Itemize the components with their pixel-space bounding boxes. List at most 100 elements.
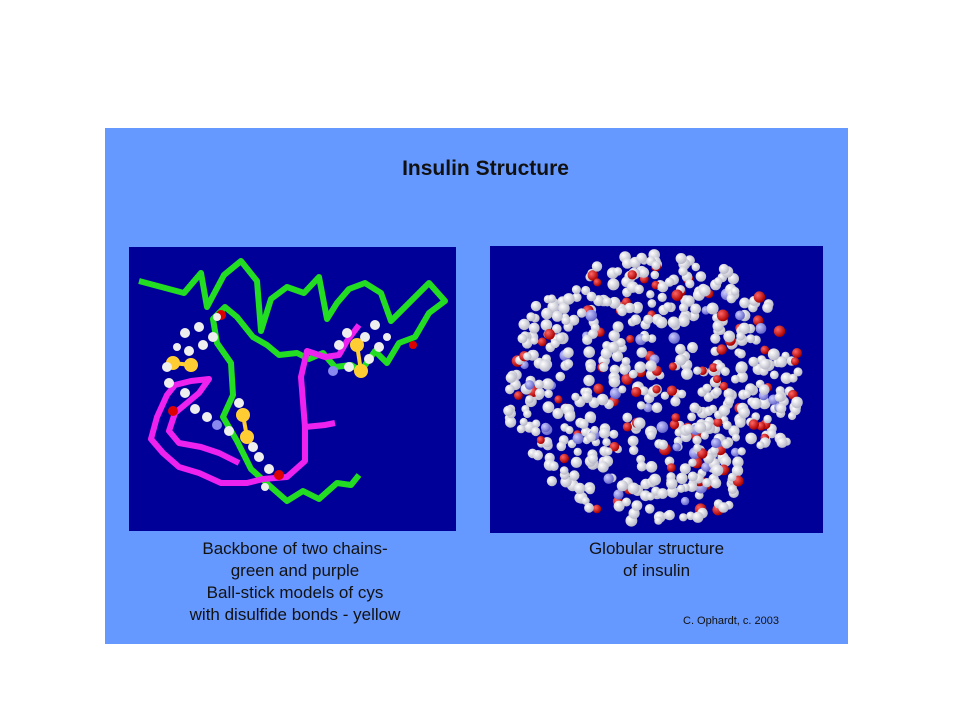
- atom-sphere: [721, 439, 732, 449]
- atom-sphere: [505, 372, 517, 383]
- atom-sphere: [645, 360, 657, 372]
- slide-panel: Insulin Structure: [105, 128, 848, 644]
- atom-sphere: [788, 373, 798, 383]
- atom-sphere: [619, 365, 630, 375]
- globular-space-fill-model-image: [490, 246, 823, 533]
- atom-sphere: [576, 308, 587, 318]
- atom-sphere: [505, 416, 517, 428]
- atom-sphere: [626, 335, 635, 343]
- atom-sphere: [581, 496, 590, 505]
- atom-sphere: [791, 396, 803, 409]
- atom-sphere: [732, 456, 744, 468]
- atom-sphere: [678, 266, 688, 276]
- ball-stick-atoms: [162, 310, 417, 491]
- atom-sphere: [534, 379, 544, 389]
- atom-sphere: [604, 447, 613, 456]
- atom-sphere: [718, 263, 729, 275]
- atom-sphere: [541, 378, 554, 390]
- atom-sphere: [730, 447, 740, 457]
- atom-sphere: [699, 284, 711, 297]
- atom-sphere: [687, 471, 698, 482]
- slide-title: Insulin Structure: [402, 157, 569, 180]
- atom-sphere: [582, 334, 593, 345]
- atom-sphere: [571, 285, 581, 295]
- atom-sphere: [657, 292, 667, 302]
- atom-sphere: [700, 431, 709, 440]
- atom-sphere: [609, 429, 619, 439]
- atom-sphere: [631, 386, 642, 398]
- atom-sphere: [675, 354, 687, 366]
- atom-sphere: [544, 328, 555, 340]
- atom-sphere: [651, 260, 661, 270]
- atom-sphere: [724, 395, 735, 406]
- atom-sphere: [762, 302, 773, 313]
- atom-sphere: [587, 270, 599, 281]
- atom-sphere: [710, 477, 722, 489]
- atom-sphere: [581, 285, 591, 296]
- atom-sphere: [636, 401, 646, 410]
- atom-sphere: [686, 481, 698, 493]
- atom-sphere: [586, 291, 597, 302]
- atom-sphere: [727, 484, 738, 494]
- atom-sphere: [616, 338, 626, 348]
- atom-sphere: [645, 461, 658, 473]
- atom-sphere: [647, 299, 657, 308]
- atom-sphere: [681, 368, 693, 380]
- atom-sphere: [713, 375, 721, 384]
- atom-sphere: [753, 291, 766, 303]
- atom-sphere: [736, 349, 746, 359]
- atom-sphere: [583, 346, 595, 358]
- atom-sphere: [638, 267, 650, 278]
- atom-sphere: [678, 315, 690, 327]
- atom-sphere: [718, 404, 730, 417]
- atom-sphere: [788, 411, 797, 421]
- atom-sphere: [518, 318, 530, 331]
- atom-sphere: [657, 488, 668, 499]
- atom-sphere: [689, 402, 700, 413]
- atom-sphere: [692, 511, 704, 523]
- atom-sphere: [656, 421, 669, 433]
- atom-sphere: [598, 427, 611, 439]
- atom-sphere: [737, 447, 746, 456]
- atom-sphere: [702, 478, 712, 488]
- atom-sphere: [690, 303, 701, 315]
- atom-sphere: [730, 286, 740, 296]
- atom-sphere: [593, 383, 604, 394]
- atom-sphere: [569, 470, 580, 481]
- atom-sphere: [657, 439, 668, 450]
- atom-sphere: [536, 436, 545, 444]
- atom-sphere: [667, 316, 680, 329]
- atom-sphere: [736, 331, 746, 341]
- atom-sphere: [708, 404, 717, 414]
- atom-sphere: [722, 420, 732, 430]
- atom-sphere: [692, 435, 702, 445]
- atom-sphere: [639, 386, 649, 396]
- globular-model-graphic: [503, 249, 803, 527]
- atom-sphere: [675, 253, 687, 264]
- atom-sphere: [663, 302, 673, 312]
- atom-sphere: [585, 362, 596, 373]
- atom-sphere: [710, 333, 721, 344]
- atom-sphere: [734, 417, 746, 428]
- atom-sphere: [720, 367, 730, 376]
- atom-sphere: [617, 306, 627, 317]
- atom-sphere: [613, 500, 625, 512]
- atom-sphere: [608, 330, 620, 342]
- atom-sphere: [530, 336, 539, 345]
- atom-sphere: [631, 500, 643, 511]
- atom-sphere: [561, 316, 571, 326]
- atom-sphere: [624, 302, 635, 314]
- right-caption-line: Globular structure: [588, 539, 725, 558]
- atom-sphere: [631, 302, 643, 314]
- atom-sphere: [603, 473, 614, 484]
- atom-sphere: [723, 388, 735, 399]
- atom-sphere: [687, 342, 698, 353]
- atom-sphere: [749, 397, 762, 410]
- atom-sphere: [671, 289, 683, 301]
- left-caption-line: with disulfide bonds - yellow: [189, 605, 401, 624]
- atom-sphere: [531, 419, 541, 428]
- atom-sphere: [523, 409, 532, 419]
- atom-sphere: [668, 332, 680, 344]
- atom-sphere: [792, 348, 802, 358]
- atom-sphere: [652, 385, 661, 394]
